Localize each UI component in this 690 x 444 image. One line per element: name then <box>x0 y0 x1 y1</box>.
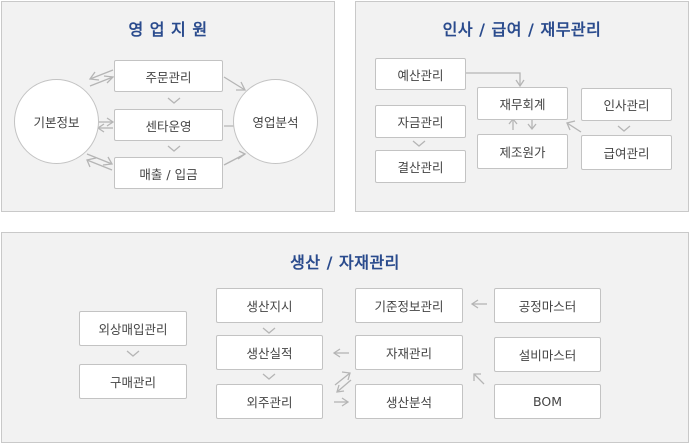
standard-info-node: 기준정보관리 <box>355 288 463 323</box>
sales-support-panel: 영 업 지 원 기본정보 주문관리 센타운영 매출 / 입금 <box>1 1 335 212</box>
center-ops-node: 센타운영 <box>114 109 223 141</box>
outsource-purchase-label: 외상매입관리 <box>98 322 168 337</box>
personnel-label: 인사관리 <box>603 98 650 113</box>
production-analysis-node: 생산분석 <box>355 384 463 419</box>
payroll-label: 급여관리 <box>603 146 650 161</box>
equipment-master-node: 설비마스터 <box>494 337 601 372</box>
process-master-label: 공정마스터 <box>518 299 577 314</box>
production-analysis-label: 생산분석 <box>385 395 432 410</box>
hr-finance-title: 인사 / 급여 / 재무관리 <box>442 20 602 39</box>
center-ops-label: 센타운영 <box>145 118 192 134</box>
bom-label: BOM <box>533 394 562 409</box>
sales-collect-label: 매출 / 입금 <box>139 166 198 182</box>
personnel-node: 인사관리 <box>581 88 672 121</box>
settlement-node: 결산관리 <box>375 150 466 183</box>
hr-finance-panel: 인사 / 급여 / 재무관리 예산관리 자금관리 결산관리 재무회계 제조원가 … <box>355 1 689 212</box>
manufacturing-cost-label: 제조원가 <box>499 145 546 160</box>
order-mgmt-node: 주문관리 <box>114 60 223 92</box>
outsource-purchase-node: 외상매입관리 <box>79 311 187 346</box>
production-order-label: 생산지시 <box>246 299 293 314</box>
sales-analysis-node: 영업분석 <box>233 79 318 164</box>
production-title: 생산 / 자재관리 <box>290 253 400 272</box>
budget-node: 예산관리 <box>375 58 466 90</box>
sales-analysis-label: 영업분석 <box>252 115 299 130</box>
process-master-node: 공정마스터 <box>494 288 601 323</box>
materials-node: 자재관리 <box>355 335 463 370</box>
sales-support-title: 영 업 지 원 <box>128 20 208 39</box>
purchase-node: 구매관리 <box>79 364 187 399</box>
order-mgmt-label: 주문관리 <box>145 69 192 85</box>
outsourcing-node: 외주관리 <box>216 384 323 419</box>
basic-info-node: 기본정보 <box>14 79 99 164</box>
production-result-label: 생산실적 <box>246 346 293 361</box>
accounting-label: 재무회계 <box>499 97 546 112</box>
materials-label: 자재관리 <box>385 346 432 361</box>
equipment-master-label: 설비마스터 <box>518 348 577 363</box>
purchase-label: 구매관리 <box>109 375 156 390</box>
standard-info-label: 기준정보관리 <box>374 299 444 314</box>
production-panel: 생산 / 자재관리 외상매입관리 구매관리 생산지시 <box>1 232 689 443</box>
production-order-node: 생산지시 <box>216 288 323 323</box>
budget-label: 예산관리 <box>397 67 444 83</box>
accounting-node: 재무회계 <box>477 87 568 120</box>
funds-label: 자금관리 <box>397 115 444 130</box>
payroll-node: 급여관리 <box>581 135 672 170</box>
settlement-label: 결산관리 <box>397 160 444 175</box>
bom-node: BOM <box>494 384 601 419</box>
manufacturing-cost-node: 제조원가 <box>477 134 568 169</box>
funds-node: 자금관리 <box>375 105 466 138</box>
outsourcing-label: 외주관리 <box>246 395 293 410</box>
sales-collect-node: 매출 / 입금 <box>114 157 223 189</box>
production-result-node: 생산실적 <box>216 335 323 370</box>
basic-info-label: 기본정보 <box>33 115 80 130</box>
